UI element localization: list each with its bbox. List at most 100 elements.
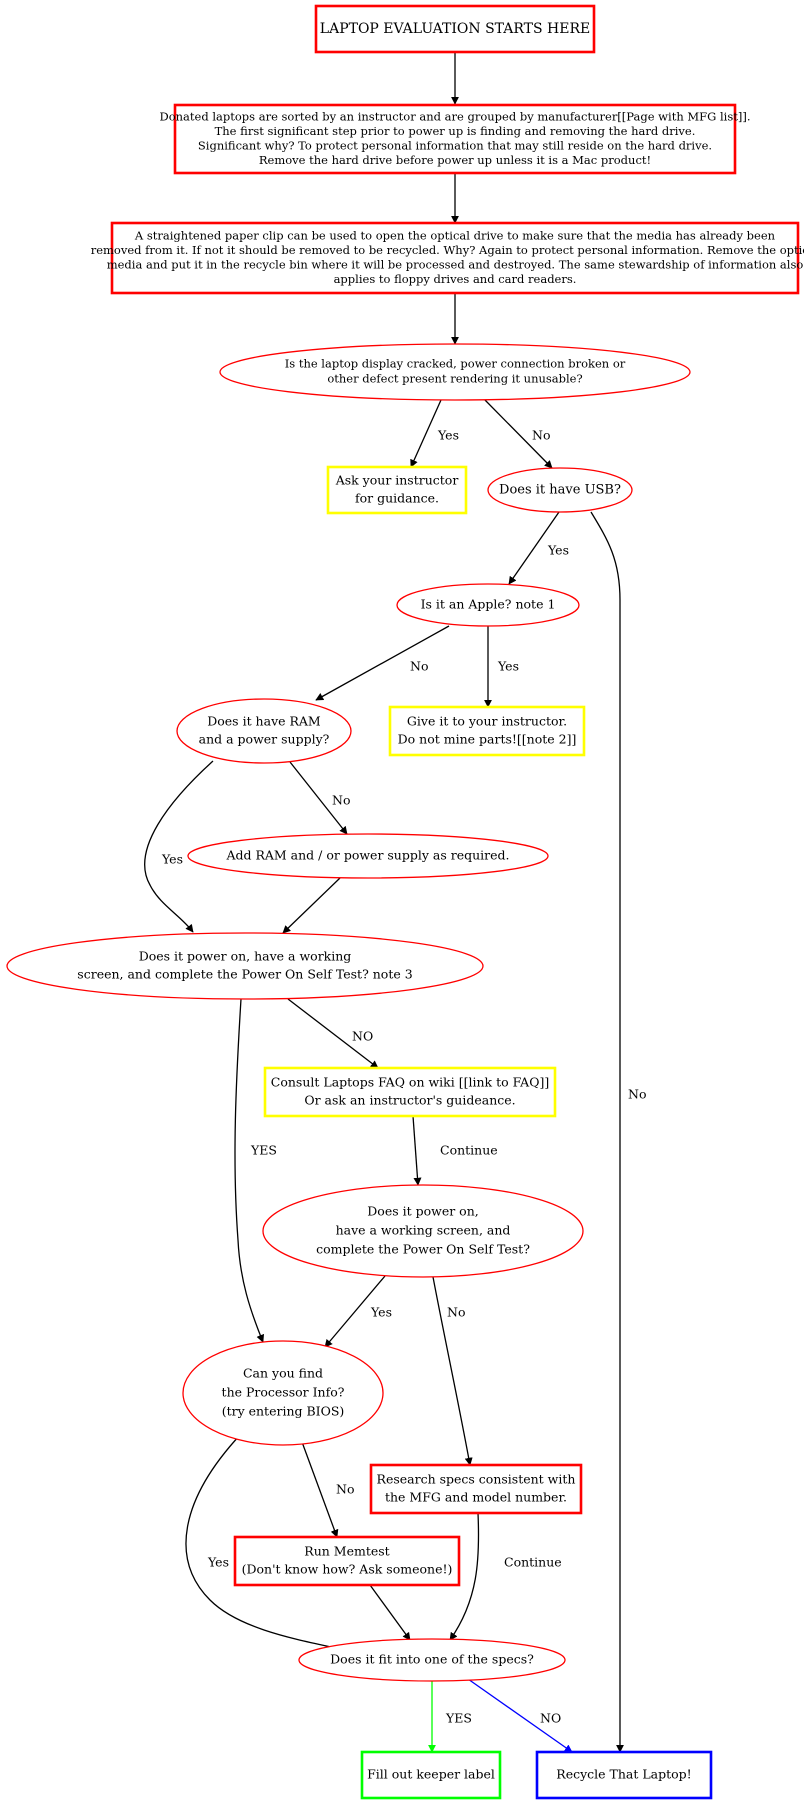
ellipse-shape bbox=[176, 698, 352, 764]
edge-label-post2-proc: Yes bbox=[370, 1305, 392, 1320]
edge-usb-recycle bbox=[590, 511, 624, 1753]
node-fit: Does it fit into one of the specs? bbox=[298, 1638, 566, 1682]
edge-label-post1-faq: NO bbox=[352, 1029, 373, 1044]
node-start: LAPTOP EVALUATION STARTS HERE bbox=[314, 4, 596, 54]
node-cracked: Is the laptop display cracked, power con… bbox=[219, 343, 691, 401]
edge-label-fit-recycle: NO bbox=[540, 1711, 561, 1726]
node-faq: Consult Laptops FAQ on wiki [[link to FA… bbox=[263, 1066, 557, 1118]
node-give: Give it to your instructor. Do not mine p… bbox=[388, 705, 586, 757]
node-research-text-line: Research specs consistent with bbox=[377, 1472, 576, 1487]
node-sort-text-line: Significant why? To protect personal inf… bbox=[198, 138, 712, 152]
box-shape bbox=[173, 103, 737, 175]
ellipse-shape bbox=[6, 932, 484, 1000]
edge-label-ram-post1: Yes bbox=[161, 852, 183, 867]
node-apple: Is it an Apple? note 1 bbox=[396, 583, 580, 627]
node-give-text-line: Give it to your instructor. bbox=[407, 714, 567, 729]
node-sort-text-line: The first significant step prior to powe… bbox=[215, 124, 696, 138]
node-ram: Does it have RAM and a power supply? bbox=[176, 698, 352, 764]
edge-label-faq-post2: Continue bbox=[440, 1143, 498, 1158]
edge-label-ram-addram: No bbox=[332, 793, 350, 808]
ellipse-shape bbox=[187, 833, 549, 879]
edge-post1-faq bbox=[287, 998, 379, 1069]
node-usb-text-line: Does it have USB? bbox=[499, 483, 621, 498]
node-ram-text-line: and a power supply? bbox=[199, 732, 330, 747]
node-sort-text-line: Remove the hard drive before power up un… bbox=[259, 153, 651, 167]
edge-ram-post1 bbox=[144, 760, 214, 933]
node-post1: Does it power on, have a workingscreen, … bbox=[6, 932, 484, 1000]
node-proc-text-line: Can you find bbox=[243, 1366, 323, 1381]
node-sort-text-line: Donated laptops are sorted by an instruc… bbox=[160, 109, 751, 123]
edge-cracked-ask bbox=[410, 399, 442, 468]
box-shape bbox=[233, 1535, 461, 1587]
ellipse-shape bbox=[396, 583, 580, 627]
box-shape bbox=[535, 1750, 713, 1800]
ellipse-shape bbox=[487, 467, 633, 513]
node-fit-text-line: Does it fit into one of the specs? bbox=[330, 1652, 534, 1667]
box-shape bbox=[314, 4, 596, 54]
edge-faq-post2 bbox=[412, 1115, 422, 1186]
edge-cracked-usb bbox=[483, 398, 553, 469]
edge-label-cracked-ask: Yes bbox=[437, 428, 459, 443]
node-memtest: Run Memtest (Don't know how? Ask someone!… bbox=[233, 1535, 461, 1587]
node-clip-text-line: A straightened paper clip can be used to… bbox=[134, 228, 776, 242]
node-faq-text-line: Or ask an instructor's guideance. bbox=[304, 1093, 515, 1108]
box-shape bbox=[110, 221, 800, 295]
edge-post2-research bbox=[432, 1276, 473, 1466]
edges-layer bbox=[144, 52, 624, 1753]
edge-memtest-fit bbox=[369, 1584, 411, 1641]
node-apple-text-line: Is it an Apple? note 1 bbox=[421, 597, 556, 612]
edge-ram-addram bbox=[289, 761, 348, 835]
edge-apple-ram bbox=[315, 625, 450, 701]
node-cracked-text-line: Is the laptop display cracked, power con… bbox=[285, 357, 626, 371]
edge-proc-memtest bbox=[301, 1441, 339, 1538]
node-research-text-line: the MFG and model number. bbox=[385, 1490, 567, 1505]
node-clip: A straightened paper clip can be used to… bbox=[91, 221, 804, 295]
node-faq-text-line: Consult Laptops FAQ on wiki [[link to FA… bbox=[271, 1075, 549, 1090]
edge-label-post1-proc: YES bbox=[250, 1143, 277, 1158]
nodes-layer: LAPTOP EVALUATION STARTS HERE Donated lap… bbox=[6, 4, 804, 1800]
node-post2-text-line: Does it power on, bbox=[367, 1204, 478, 1219]
node-keeper-text-line: Fill out keeper label bbox=[367, 1767, 495, 1782]
edge-post1-proc bbox=[234, 998, 264, 1343]
ellipse-shape bbox=[298, 1638, 566, 1682]
node-cracked-text-line: other defect present rendering it unusab… bbox=[327, 372, 582, 386]
ellipse-shape bbox=[262, 1184, 584, 1278]
node-post2: Does it power on, have a working screen, … bbox=[262, 1184, 584, 1278]
node-clip-text-line: removed from it. If not it should be rem… bbox=[91, 243, 804, 257]
box-shape bbox=[360, 1750, 502, 1800]
box-shape bbox=[263, 1066, 557, 1118]
edge-addram-post1 bbox=[282, 877, 341, 934]
node-clip-text-line: applies to floppy drives and card reader… bbox=[334, 272, 577, 286]
node-post2-text-line: have a working screen, and bbox=[336, 1223, 511, 1238]
node-ask: Ask your instructor for guidance. bbox=[326, 465, 468, 515]
edge-post2-proc bbox=[324, 1275, 386, 1348]
edge-label-apple-ram: No bbox=[410, 659, 428, 674]
box-shape bbox=[388, 705, 586, 757]
edge-label-proc-memtest: No bbox=[336, 1482, 354, 1497]
node-post1-text-line: screen, and complete the Power On Self T… bbox=[77, 967, 412, 982]
edge-research-fit bbox=[449, 1512, 480, 1641]
node-addram: Add RAM and / or power supply as require… bbox=[187, 833, 549, 879]
edge-label-usb-apple: Yes bbox=[547, 543, 569, 558]
node-memtest-text-line: (Don't know how? Ask someone!) bbox=[242, 1562, 453, 1577]
edge-label-fit-keeper: YES bbox=[445, 1711, 472, 1726]
node-ask-text-line: for guidance. bbox=[355, 491, 439, 506]
node-ask-text-line: Ask your instructor bbox=[335, 473, 459, 488]
node-clip-text-line: media and put it in the recycle bin wher… bbox=[107, 257, 804, 271]
node-start-text-line: LAPTOP EVALUATION STARTS HERE bbox=[320, 21, 590, 37]
node-research: Research specs consistent with the MFG an… bbox=[369, 1463, 583, 1515]
node-post2-text-line: complete the Power On Self Test? bbox=[316, 1242, 530, 1257]
ellipse-shape bbox=[182, 1340, 384, 1446]
edge-label-proc-fit: Yes bbox=[207, 1555, 229, 1570]
box-shape bbox=[326, 465, 468, 515]
node-ram-text-line: Does it have RAM bbox=[207, 714, 321, 729]
edge-fit-recycle bbox=[467, 1678, 573, 1753]
node-recycle-text-line: Recycle That Laptop! bbox=[556, 1767, 691, 1782]
node-addram-text-line: Add RAM and / or power supply as require… bbox=[225, 848, 509, 863]
node-proc-text-line: (try entering BIOS) bbox=[222, 1404, 345, 1419]
node-memtest-text-line: Run Memtest bbox=[304, 1544, 389, 1559]
node-give-text-line: Do not mine parts![[note 2]] bbox=[398, 732, 577, 747]
